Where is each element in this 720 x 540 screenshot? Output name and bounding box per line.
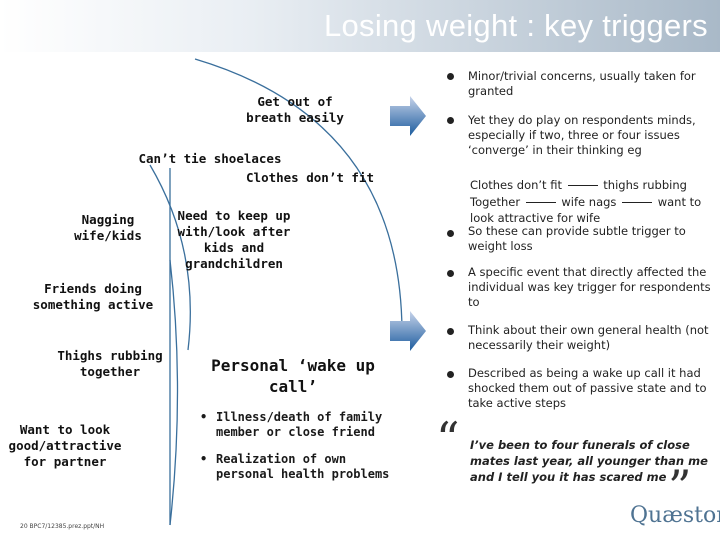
arrow-line-icon bbox=[525, 202, 556, 203]
small-arc bbox=[149, 164, 191, 351]
trigger-shoelaces: Can’t tie shoelaces bbox=[138, 151, 282, 166]
trigger-thighs: Thighs rubbing together bbox=[57, 348, 163, 379]
trigger-nagging: Nagging wife/kids bbox=[74, 212, 142, 243]
example-thighs: thighs rubbing bbox=[603, 178, 687, 192]
respondent-quote: I’ve been to four funerals of close mate… bbox=[470, 438, 708, 484]
bullet-icon bbox=[447, 230, 454, 237]
trigger-kids: Need to keep up with/look after kids and… bbox=[177, 208, 291, 271]
trigger-clothes: Clothes don’t fit bbox=[246, 170, 374, 185]
arrow-right-icon bbox=[390, 96, 426, 136]
trigger-partner: Want to look good/attractive for partner bbox=[8, 422, 122, 469]
bullet-icon bbox=[447, 73, 454, 80]
bullet-icon bbox=[447, 117, 454, 124]
point-subtle-trigger: So these can provide subtle trigger to w… bbox=[468, 224, 686, 253]
example-want-to: want to bbox=[657, 195, 702, 209]
personal-wake-up-heading: Personal ‘wake up call’ bbox=[211, 356, 375, 396]
bullet-icon bbox=[447, 328, 454, 335]
example-clothes: Clothes don’t fit bbox=[470, 178, 562, 192]
example-attractive: look attractive for wife bbox=[470, 211, 601, 225]
point-minor: Minor/trivial concerns, usually taken fo… bbox=[468, 69, 696, 98]
arrow-line-icon bbox=[622, 202, 653, 203]
close-quote-icon: ” bbox=[668, 460, 692, 514]
list-item: Illness/death of family member or close … bbox=[198, 410, 408, 440]
point-wake-up-call: Described as being a wake up call it had… bbox=[468, 366, 707, 410]
trigger-breath: Get out of breath easily bbox=[246, 94, 344, 125]
quaestor-logo: Quæstor bbox=[630, 503, 720, 528]
point-specific-event: A specific event that directly affected … bbox=[468, 265, 711, 309]
point-general-health: Think about their own general health (no… bbox=[468, 323, 709, 352]
example-row-2: Together wife nags want to bbox=[470, 195, 715, 210]
large-arc bbox=[194, 58, 403, 331]
example-wife-nags: wife nags bbox=[561, 195, 617, 209]
arrow-right-icon bbox=[390, 311, 426, 351]
lower-arc bbox=[169, 259, 179, 526]
bullet-icon bbox=[447, 371, 454, 378]
page-title: Losing weight : key triggers bbox=[323, 8, 708, 43]
footer-reference: 20 BPC7/12385.prez.ppt/NH bbox=[20, 523, 105, 530]
example-together: Together bbox=[470, 195, 521, 209]
list-item: Realization of own personal health probl… bbox=[198, 452, 408, 482]
open-quote-icon: “ bbox=[436, 412, 460, 466]
bullet-icon bbox=[447, 270, 454, 277]
example-row-1: Clothes don’t fit thighs rubbing bbox=[470, 178, 715, 193]
point-converge: Yet they do play on respondents minds, e… bbox=[468, 113, 696, 157]
wake-up-list: Illness/death of family member or close … bbox=[198, 410, 408, 494]
trigger-friends: Friends doing something active bbox=[32, 281, 154, 312]
title-bar: Losing weight : key triggers bbox=[0, 0, 720, 52]
arrow-line-icon bbox=[567, 185, 598, 186]
